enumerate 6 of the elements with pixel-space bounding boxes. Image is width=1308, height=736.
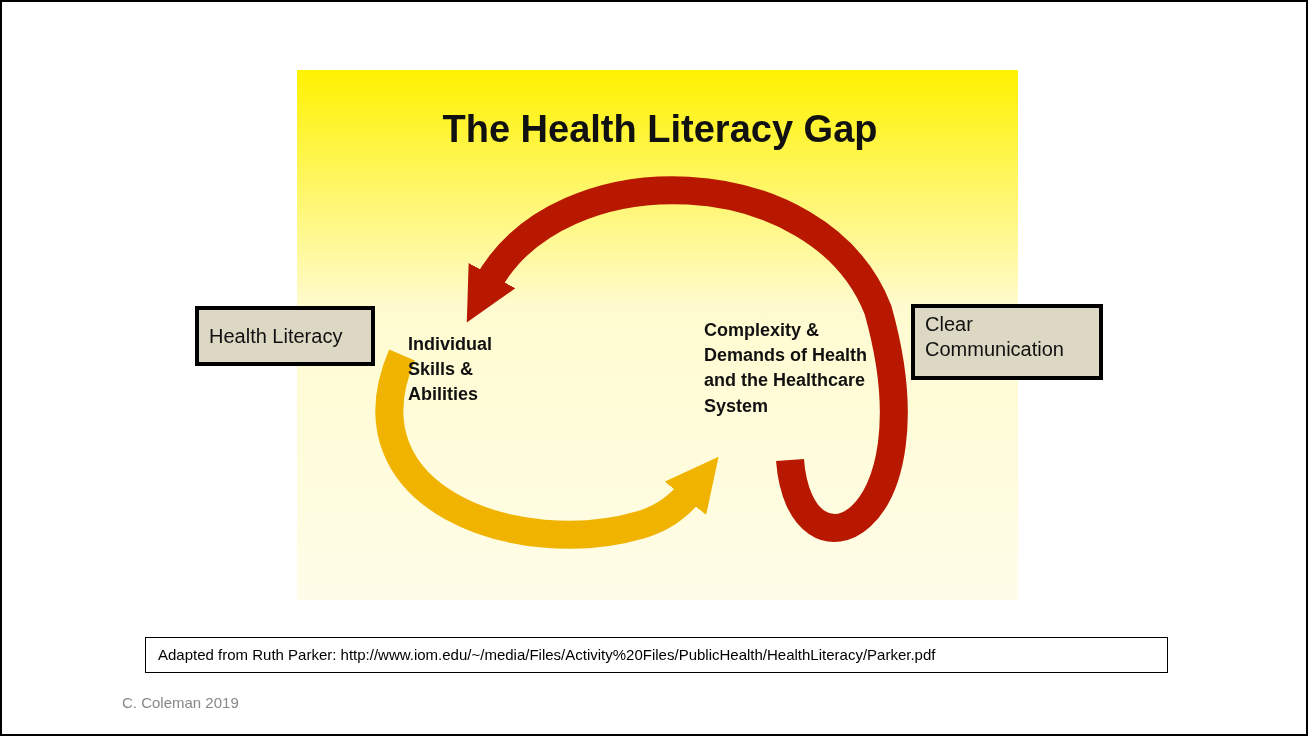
label-box: Clear Communication bbox=[911, 304, 1103, 380]
cycle-text: Complexity & Demands of Health and the Healthcare System bbox=[704, 318, 879, 419]
label-box: Health Literacy bbox=[195, 306, 375, 366]
source-note: Adapted from Ruth Parker: http://www.iom.edu/~/media/Files/Activity%20Files/PublicHealth/HealthLiteracy/Parker.pdf bbox=[145, 637, 1168, 673]
footer-credit: C. Coleman 2019 bbox=[122, 694, 239, 711]
title: The Health Literacy Gap bbox=[441, 108, 879, 151]
